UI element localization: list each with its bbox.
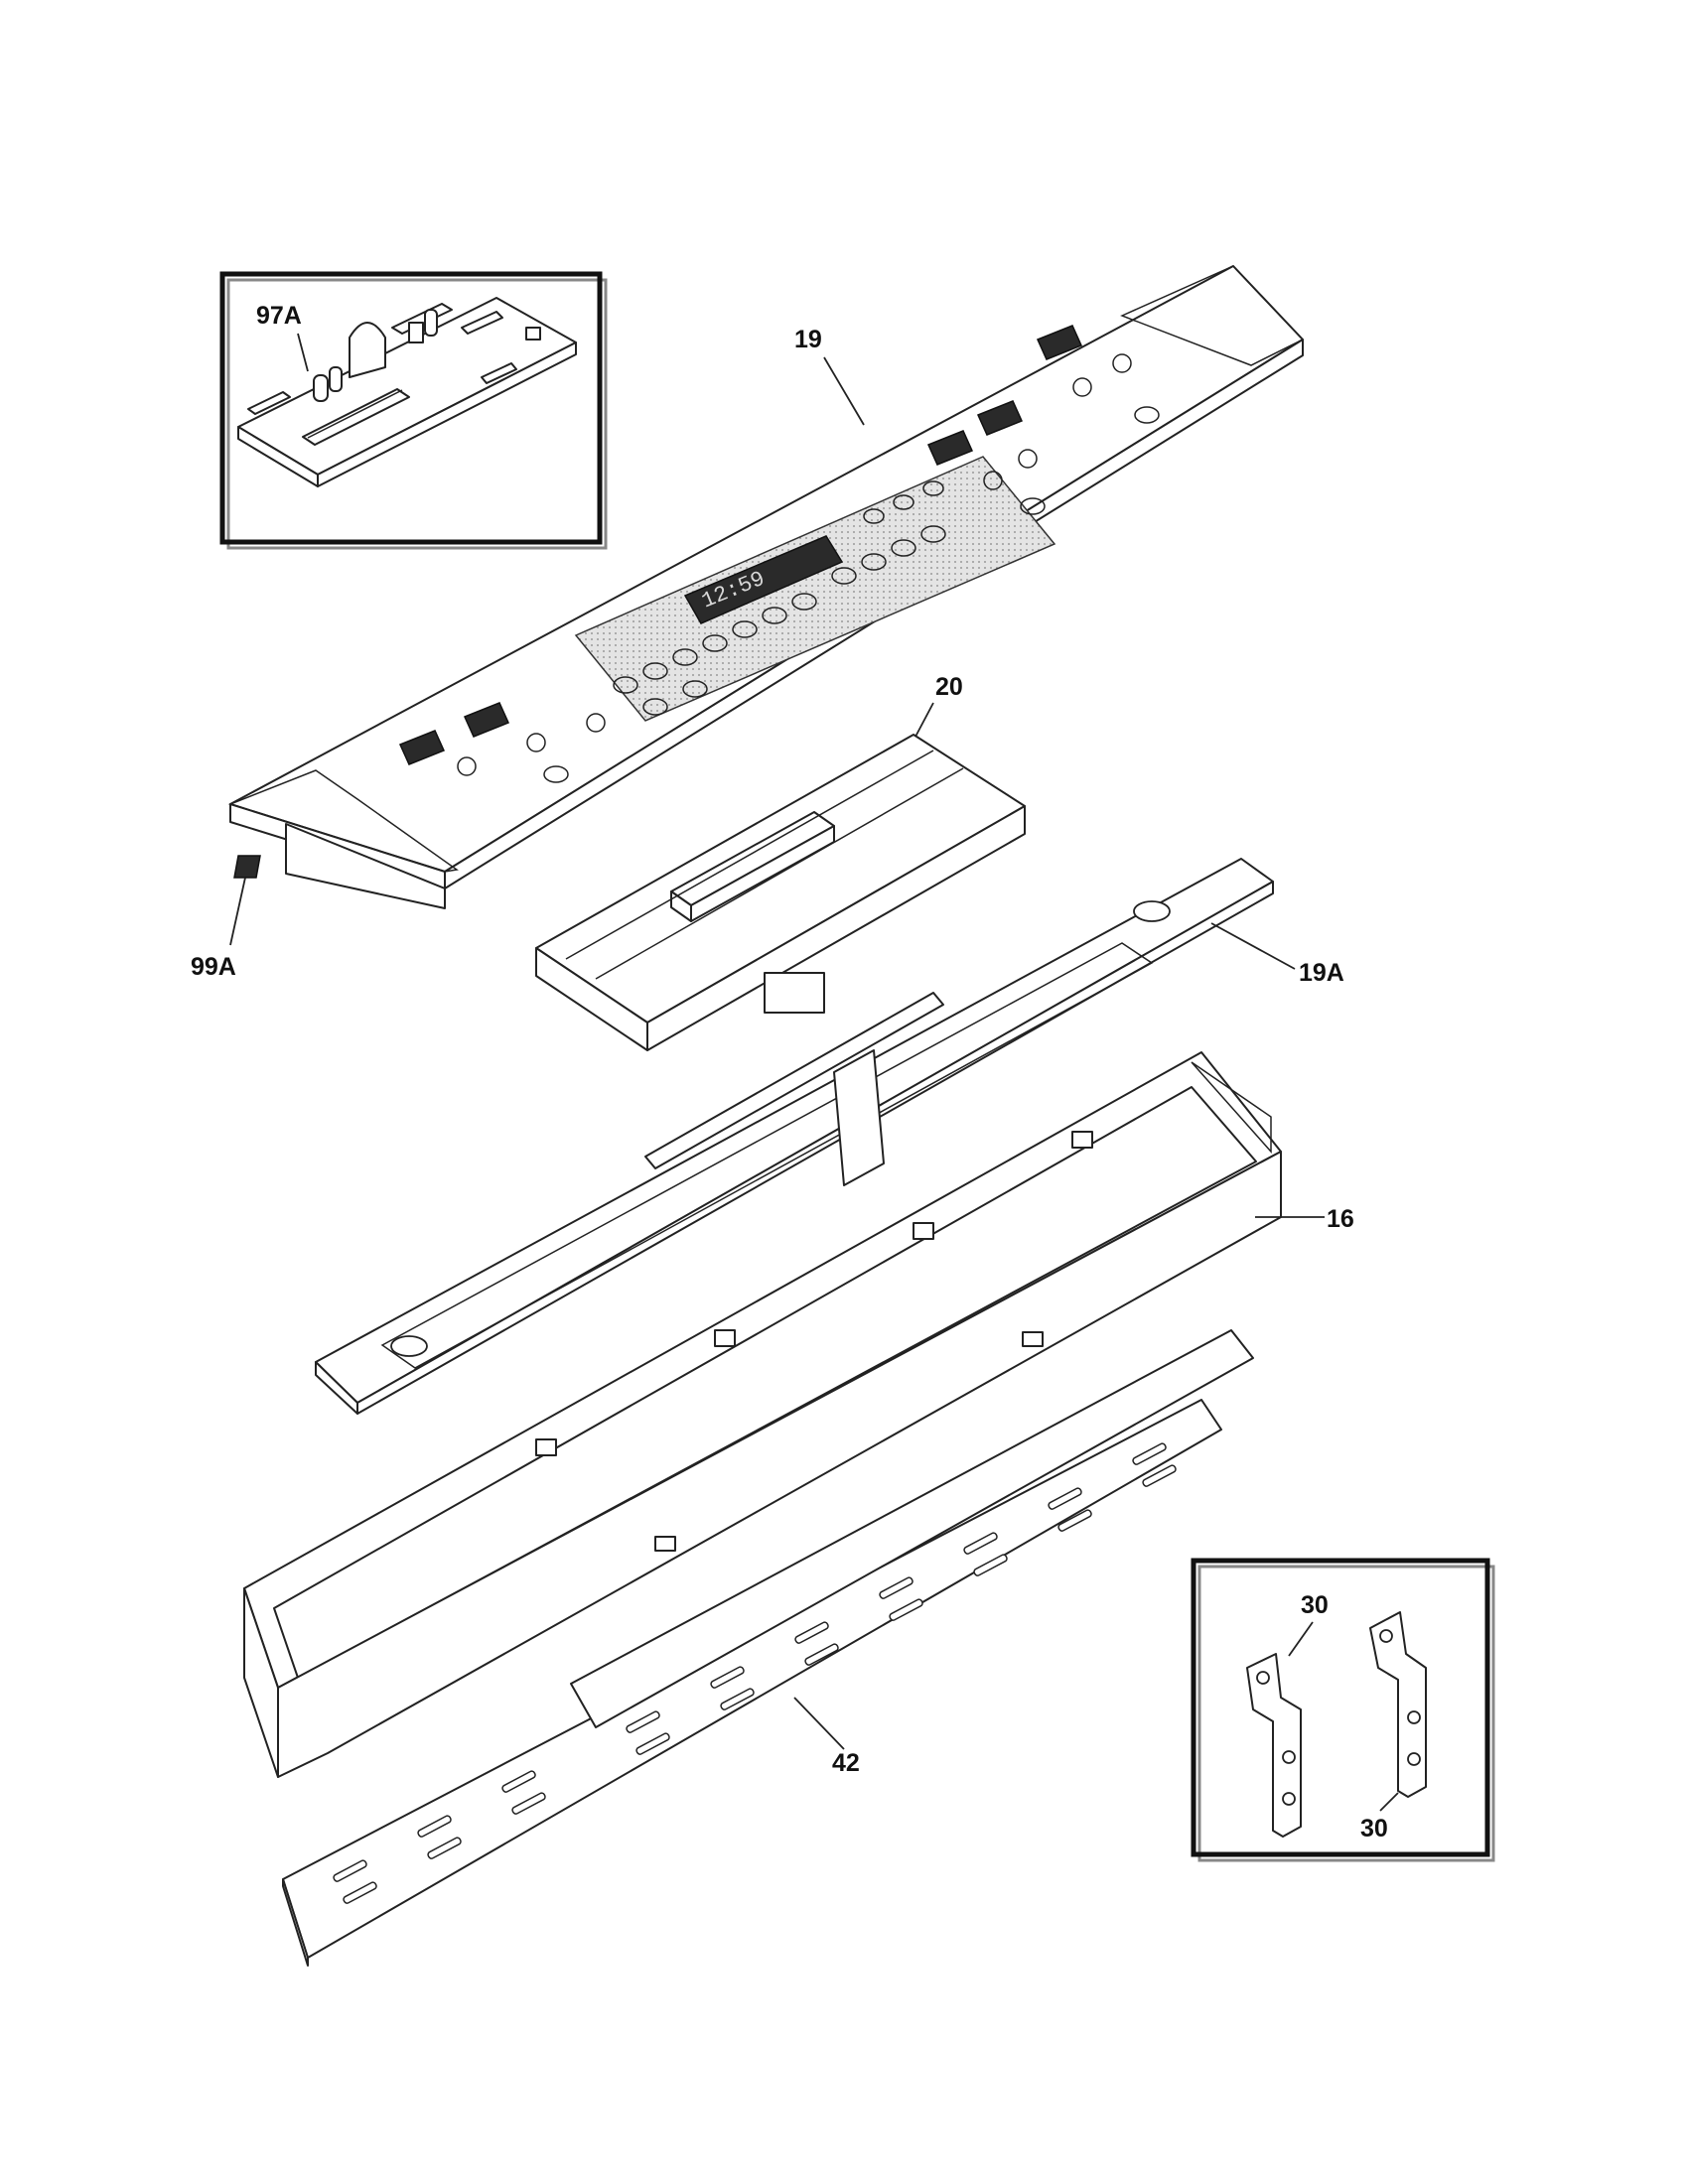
vent-slots bbox=[333, 1442, 1177, 1904]
callout-19A: 19A bbox=[1299, 959, 1344, 987]
panel-shield-19A: 19A bbox=[315, 858, 1344, 1415]
bracket-30-right bbox=[1369, 1611, 1427, 1798]
control-board-97A bbox=[237, 297, 577, 487]
brackets-inset: 30 30 bbox=[1191, 1558, 1495, 1862]
callout-42: 42 bbox=[832, 1749, 860, 1777]
control-panel-overlay-19: 12:59 bbox=[191, 265, 1305, 981]
knob-arrow-symbols bbox=[457, 353, 1160, 783]
vent-trim-42: 42 bbox=[282, 1329, 1254, 1967]
control-housing-16: 16 bbox=[243, 1051, 1354, 1778]
callout-30-top: 30 bbox=[1301, 1591, 1329, 1619]
callout-30-bottom: 30 bbox=[1360, 1815, 1388, 1843]
burner-display-2 bbox=[463, 702, 510, 738]
control-board-inset: 97A bbox=[219, 271, 608, 550]
burner-display-4 bbox=[976, 400, 1024, 436]
callout-97A: 97A bbox=[256, 302, 302, 330]
bracket-30-left bbox=[1246, 1653, 1302, 1838]
callout-20: 20 bbox=[935, 673, 963, 701]
burner-display-3 bbox=[926, 430, 974, 466]
keypad-buttons bbox=[613, 480, 946, 716]
burner-display-1 bbox=[398, 730, 446, 765]
burner-display-5 bbox=[1036, 325, 1083, 360]
callout-16: 16 bbox=[1327, 1205, 1354, 1233]
electronic-oven-control-20: 20 bbox=[535, 673, 1026, 1051]
ribbon-cable-99A bbox=[233, 855, 261, 879]
callout-19: 19 bbox=[794, 326, 822, 353]
callout-99A: 99A bbox=[191, 953, 236, 981]
